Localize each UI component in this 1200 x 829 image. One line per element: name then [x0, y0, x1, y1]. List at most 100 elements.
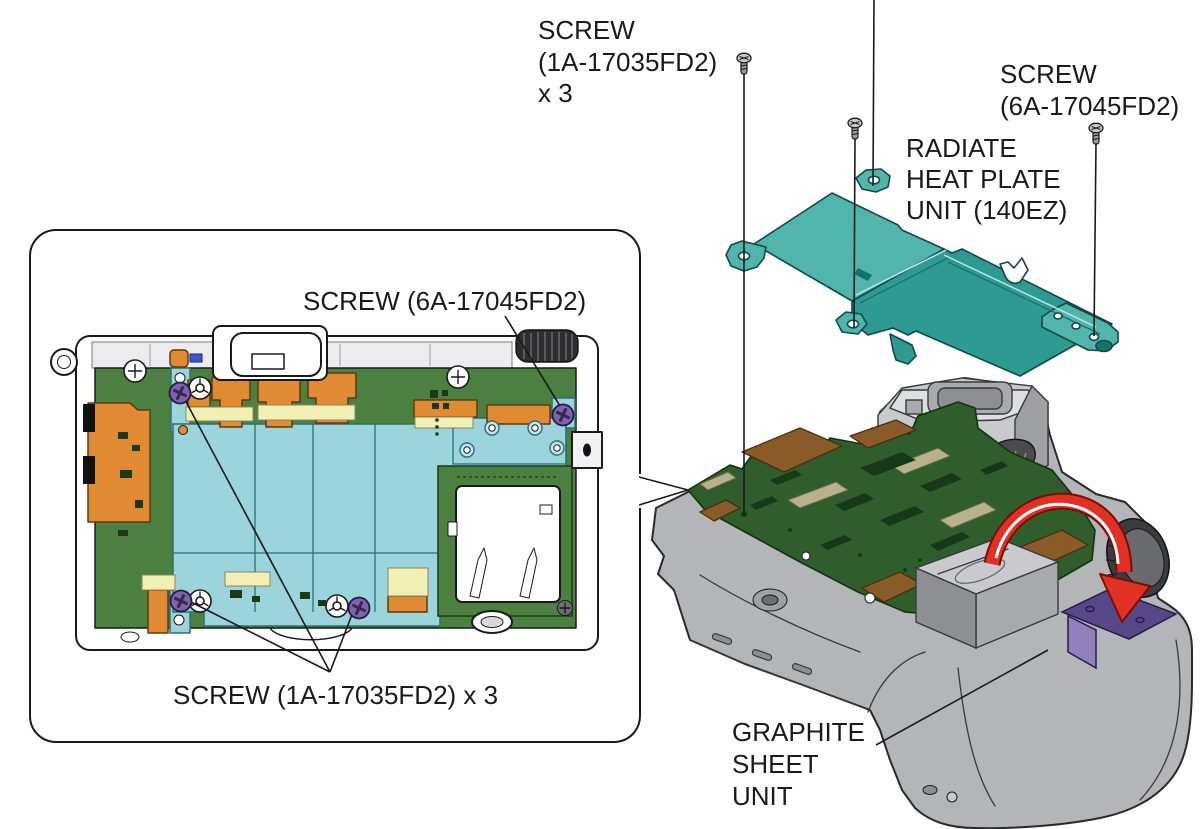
phillips-screw [446, 365, 470, 389]
connector-strip [699, 471, 737, 491]
label-radiate-heat-plate: RADIATE HEAT PLATE UNIT (140EZ) [906, 133, 1067, 225]
connector-pad [224, 571, 271, 587]
card-slot-window [455, 485, 561, 603]
strip-hole [174, 372, 186, 384]
pcb-3d-components [750, 452, 1008, 572]
heat-plate-hook [889, 333, 917, 365]
flex-roller [169, 349, 189, 368]
speaker-slot [711, 633, 733, 645]
border-gap [634, 474, 646, 508]
phillips-screw [123, 359, 147, 383]
viewfinder-window [251, 353, 285, 370]
label-line: x 3 [538, 78, 573, 108]
connector-strip [786, 481, 850, 509]
screw-guide-lines [741, 0, 1097, 517]
bottom-boss-inner [480, 616, 504, 628]
shield-hole [484, 420, 500, 436]
inset-panel: SCREW (6A-17045FD2) SCREW (1A-17035FD2) … [29, 229, 689, 743]
label-line: SHEET [732, 749, 819, 779]
screw-hole [867, 175, 881, 185]
screw-1a [169, 589, 193, 613]
connector-pad [257, 404, 356, 421]
label-screw-6a-top: SCREW (6A-17045FD2) [1000, 59, 1179, 121]
screw-icon [847, 117, 863, 140]
screw-hole [1071, 322, 1081, 330]
graphite-hole [1135, 616, 1145, 624]
flex-patch [699, 499, 741, 522]
flex-cable [87, 402, 151, 523]
screw-icon [736, 52, 752, 75]
shield-hole [527, 420, 543, 436]
flex-cable [486, 404, 551, 425]
grip-eyelet [922, 785, 938, 795]
label-line: (6A-17045FD2) [1000, 91, 1179, 121]
connector-pad [141, 574, 176, 591]
label-line: SCREW [538, 15, 635, 45]
label-screw-1a-top: SCREW (1A-17035FD2) x 3 [538, 15, 717, 108]
inset-camera-rear-view [50, 325, 603, 651]
bottom-arc [269, 627, 353, 641]
screw-6a [551, 403, 575, 427]
screw-hole [1053, 312, 1063, 320]
bottom-foot [120, 631, 140, 643]
torx-screw [188, 376, 212, 400]
card-box-side [915, 566, 977, 650]
connector-pad [387, 567, 429, 597]
screw-hole [846, 319, 860, 329]
flex-cable [387, 595, 428, 613]
pcb-components [118, 390, 449, 606]
orange-dot [178, 425, 188, 435]
shield-hole [549, 440, 565, 456]
camera-body-3d [651, 377, 1193, 829]
card-box-slot [954, 558, 1006, 584]
graphite-hole [1085, 605, 1095, 613]
callout-pointer [638, 489, 689, 506]
rotation-arrow-icon [983, 492, 1151, 623]
card-latch-spring [469, 547, 488, 599]
port-block [83, 404, 95, 432]
heat-plate-notch [999, 257, 1029, 285]
leader-line-6a [504, 315, 561, 407]
tripod-hole [761, 594, 779, 606]
speaker-slot [791, 663, 813, 675]
bracket-hole [583, 443, 591, 457]
heat-plate-slot [854, 268, 872, 281]
pcb-screw-hole [741, 511, 747, 517]
port-block [83, 456, 95, 484]
viewfinder-detail [905, 399, 923, 415]
connector-strip [890, 447, 952, 475]
label-line: SCREW [1000, 59, 1097, 89]
card-latch-spring [519, 547, 538, 599]
label-inset-screw-6a: SCREW (6A-17045FD2) [303, 286, 586, 316]
grip-screw [946, 791, 958, 803]
callout-pointer [638, 476, 689, 491]
label-graphite-sheet: GRAPHITE SHEET UNIT [732, 649, 1049, 811]
screw-1a [168, 381, 192, 405]
strap-lug-hole [57, 355, 71, 369]
rear-dial [515, 329, 579, 363]
strip-hole [173, 614, 185, 626]
label-line: UNIT [732, 781, 793, 811]
flex-patch [849, 419, 917, 449]
label-inset-screw-1a: SCREW (1A-17035FD2) x 3 [173, 680, 498, 710]
card-frame-tab [447, 521, 458, 537]
torx-screw [325, 594, 349, 618]
connector-pad [414, 416, 474, 429]
connector-pad [185, 406, 254, 422]
heat-plate-lower-arm [851, 248, 1113, 377]
screw-1a [347, 596, 371, 620]
blue-component [189, 353, 203, 363]
speaker-slot [751, 649, 773, 661]
connector-strip [938, 501, 998, 529]
label-line: (1A-17035FD2) [538, 47, 717, 77]
label-line: GRAPHITE [732, 717, 865, 747]
leader-line-graphite [875, 649, 1049, 746]
heat-plate-end-cap [1095, 339, 1113, 353]
label-line: RADIATE [906, 133, 1017, 163]
radiate-heat-plate-unit [725, 168, 1119, 377]
label-line: UNIT (140EZ) [906, 195, 1067, 225]
arrow-head [1099, 573, 1151, 623]
pcb-hole [864, 592, 876, 604]
